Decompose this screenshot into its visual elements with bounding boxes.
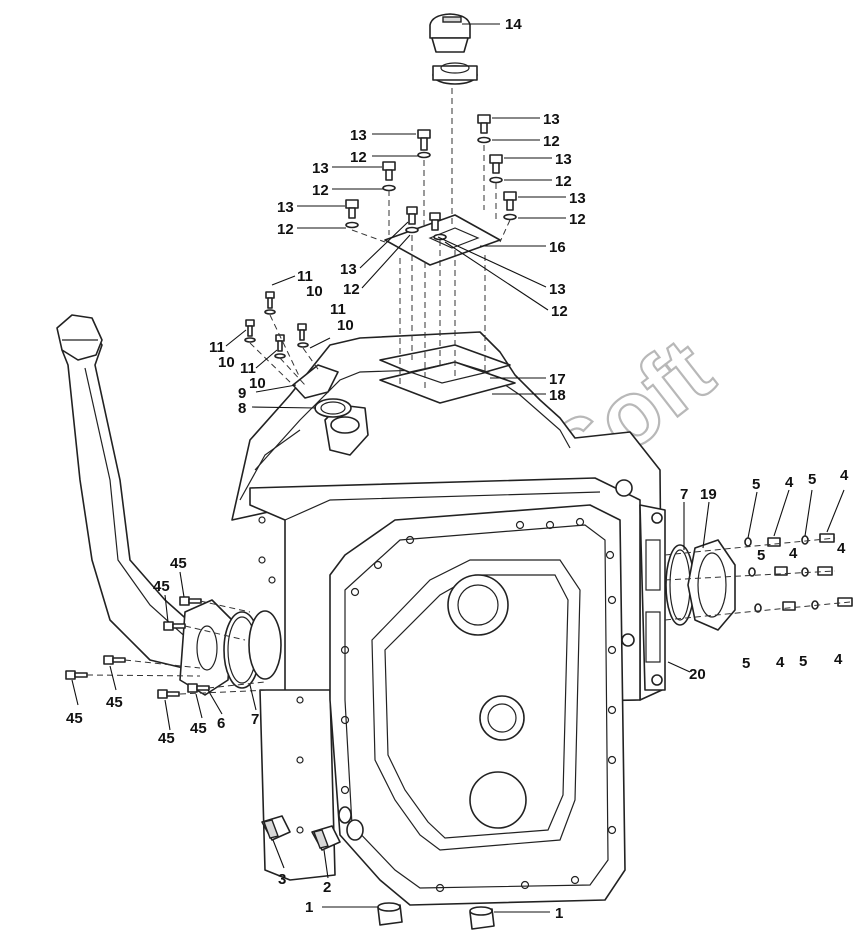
callout-45: 45 (106, 694, 123, 711)
callout-11: 11 (330, 301, 346, 318)
assembly-lines-right (664, 537, 851, 621)
callout-4: 4 (776, 654, 785, 671)
assembly-lines-left (86, 600, 271, 695)
callout-9: 9 (238, 385, 246, 402)
callout-12: 12 (343, 281, 360, 298)
callout-4: 4 (837, 540, 846, 557)
callout-45: 45 (190, 720, 207, 737)
callout-5: 5 (752, 476, 760, 493)
callout-7: 7 (680, 486, 688, 503)
left-orings (223, 610, 282, 689)
callout-11: 11 (240, 360, 256, 377)
callout-12: 12 (312, 182, 329, 199)
callout-13: 13 (340, 261, 357, 278)
callout-20: 20 (689, 666, 706, 683)
callout-8: 8 (238, 400, 246, 417)
drain-plugs (261, 806, 495, 930)
callout-labels: 14 13 12 13 12 13 12 13 12 13 12 13 12 1… (66, 16, 849, 922)
callout-1: 1 (305, 899, 313, 916)
callout-17: 17 (549, 371, 566, 388)
callout-13: 13 (549, 281, 566, 298)
filler-cap-assembly (429, 13, 478, 85)
callout-13: 13 (277, 199, 294, 216)
callout-5: 5 (808, 471, 816, 488)
callout-10: 10 (306, 283, 323, 300)
callout-1: 1 (555, 905, 563, 922)
callout-12: 12 (350, 149, 367, 166)
callout-2: 2 (323, 879, 331, 896)
callout-19: 19 (700, 486, 717, 503)
callout-7: 7 (251, 711, 259, 728)
callout-45: 45 (153, 578, 170, 595)
callout-12: 12 (555, 173, 572, 190)
callout-13: 13 (569, 190, 586, 207)
callout-3: 3 (278, 871, 286, 888)
callout-14: 14 (505, 16, 522, 33)
assembly-lines-top (351, 88, 511, 390)
callout-11: 11 (209, 339, 225, 356)
callout-4: 4 (785, 474, 794, 491)
top-bolts (345, 114, 517, 241)
callout-12: 12 (569, 211, 586, 228)
callout-5: 5 (757, 547, 765, 564)
callout-13: 13 (350, 127, 367, 144)
callout-12: 12 (277, 221, 294, 238)
callout-12: 12 (551, 303, 568, 320)
callout-12: 12 (543, 133, 560, 150)
callout-5: 5 (742, 655, 750, 672)
callout-10: 10 (218, 354, 235, 371)
callout-45: 45 (66, 710, 83, 727)
callout-13: 13 (543, 111, 560, 128)
callout-5: 5 (799, 653, 807, 670)
callout-45: 45 (170, 555, 187, 572)
callout-18: 18 (549, 387, 566, 404)
assembly-lines-breather (249, 314, 321, 386)
callout-4: 4 (789, 545, 798, 562)
right-side-parts (639, 504, 736, 691)
breather-bolts (244, 291, 309, 359)
bent-pipe-assembly (56, 314, 233, 696)
callout-13: 13 (312, 160, 329, 177)
callout-6: 6 (217, 715, 225, 732)
callout-11: 11 (297, 268, 313, 285)
callout-16: 16 (549, 239, 566, 256)
callout-10: 10 (249, 375, 266, 392)
callout-10: 10 (337, 317, 354, 334)
callout-45: 45 (158, 730, 175, 747)
callout-13: 13 (555, 151, 572, 168)
leader-lines (71, 23, 845, 913)
callout-4: 4 (834, 651, 843, 668)
callout-4: 4 (840, 467, 849, 484)
